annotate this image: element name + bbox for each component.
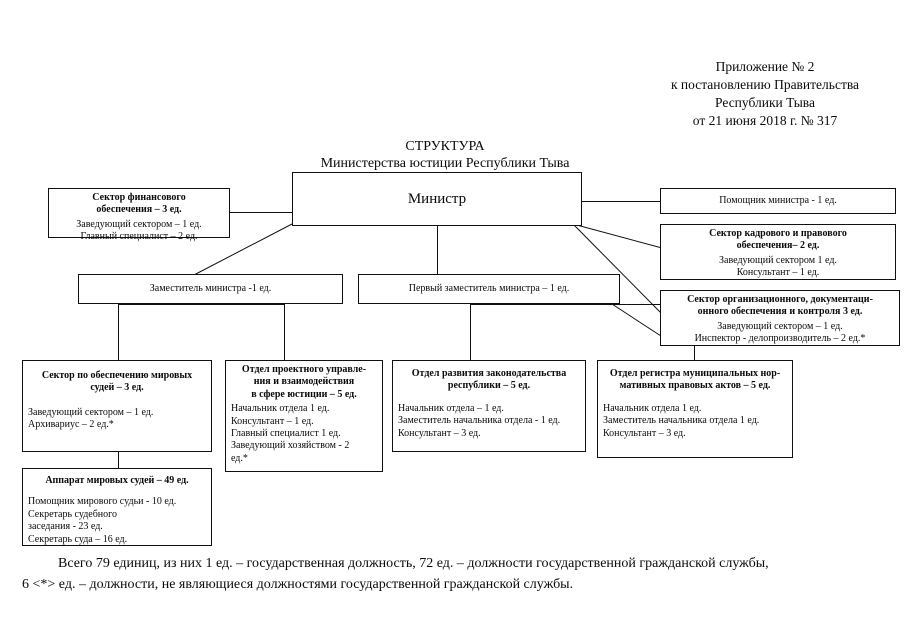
box-minister-assistant[interactable]: Помощник министра - 1 ед. [660, 188, 896, 214]
box-finance-row-2: Главный специалист – 2 ед. [80, 231, 198, 243]
summary-line-2: 6 <*> ед. – должности, не являющиеся дол… [22, 577, 574, 592]
box-hr-rows: Заведующий сектором 1 ед. Консультант – … [666, 255, 890, 280]
box-project-head-3: в сфере юстиции – 5 ед. [251, 388, 357, 400]
box-orgdoc-head-1: Сектор организационного, документаци- [687, 294, 873, 305]
box-registry-head-2: мативных правовых актов – 5 ед. [619, 380, 771, 392]
box-hr-row-1: Заведующий сектором 1 ед. [719, 254, 837, 266]
box-hr-row-2: Консультант – 1 ед. [736, 267, 820, 279]
box-municipal-acts-registry-department[interactable]: Отдел регистра муниципальных нор- мативн… [597, 360, 793, 458]
box-apparatus-row-2: Секретарь судебного [28, 508, 118, 520]
connector-first-deputy-orgdoc [611, 303, 665, 339]
box-finance-sector[interactable]: Сектор финансового обеспечения – 3 ед. З… [48, 188, 230, 242]
box-project-management-department[interactable]: Отдел проектного управле- ния и взаимоде… [225, 360, 383, 472]
header-line-3: Республики Тыва [715, 95, 815, 110]
page-title: СТРУКТУРА Министерства юстиции Республик… [185, 138, 705, 172]
box-finance-rows: Заведующий сектором – 1 ед. Главный спец… [54, 219, 224, 244]
box-registry-row-1: Начальник отдела 1 ед. [603, 402, 702, 414]
box-legislation-rows: Начальник отдела – 1 ед. Заместитель нач… [398, 403, 580, 440]
box-project-row-1: Начальник отдела 1 ед. [231, 403, 330, 415]
box-registry-rows: Начальник отдела 1 ед. Заместитель начал… [603, 403, 787, 440]
box-registry-head-1: Отдел регистра муниципальных нор- [609, 368, 781, 379]
box-magistrates-head-2: судей – 3 ед. [90, 382, 144, 394]
connector-minister-orgdoc [572, 223, 663, 315]
connector-minister-assistant [582, 201, 660, 202]
box-minister-assistant-label: Помощник министра - 1 ед. [719, 194, 837, 206]
header-line-4: от 21 июня 2018 г. № 317 [692, 113, 838, 128]
box-project-head-1: Отдел проектного управле- [241, 364, 367, 375]
box-legislation-development-department[interactable]: Отдел развития законодательства республи… [392, 360, 586, 452]
connector-finance-minister [230, 212, 292, 213]
box-orgdoc-head-2: онного обеспечения и контроля 3 ед. [697, 306, 863, 318]
summary-footer: Всего 79 единиц, из них 1 ед. – государс… [22, 553, 884, 595]
box-project-head-2: ния и взаимодействия [253, 376, 355, 388]
connector-first-deputy-to-legislation [470, 304, 471, 360]
title-line-1: СТРУКТУРА [405, 139, 485, 154]
connector-deputy-to-magistrates [118, 304, 119, 360]
box-minister-label: Министр [407, 190, 467, 207]
box-orgdoc-row-2: Инспектор - делопроизводитель – 2 ед.* [694, 333, 866, 345]
connector-minister-hr [572, 223, 663, 249]
summary-line-1: Всего 79 единиц, из них 1 ед. – государс… [58, 556, 769, 571]
box-legislation-head-1: Отдел развития законодательства [411, 368, 567, 379]
box-magistrates-head-1: Сектор по обеспечению мировых [41, 370, 193, 381]
box-apparatus-row-4: Секретарь суда – 16 ед. [28, 533, 128, 545]
box-project-row-3: Главный специалист 1 ед. [231, 428, 341, 440]
box-apparatus-row-1: Помощник мирового судьи - 10 ед. [28, 496, 177, 508]
box-hr-head-2: обеспечения– 2 ед. [736, 240, 820, 252]
box-first-deputy-minister-label: Первый заместитель министра – 1 ед. [408, 282, 570, 294]
header-line-2: к постановлению Правительства [670, 77, 860, 92]
box-legislation-row-3: Консультант – 3 ед. [398, 427, 481, 439]
box-orgdoc-row-1: Заведующий сектором – 1 ед. [717, 320, 843, 332]
connector-deputy-bus [118, 304, 284, 305]
box-hr-head-1: Сектор кадрового и правового [709, 228, 847, 239]
box-magistrates-row-1: Заведующий сектором – 1 ед. [28, 406, 154, 418]
box-project-row-4: Заведующий хозяйством - 2 [231, 440, 350, 452]
connector-minister-deputy [191, 223, 293, 277]
box-org-documentation-sector[interactable]: Сектор организационного, документаци- он… [660, 290, 900, 346]
connector-minister-first-deputy [437, 226, 438, 274]
box-apparatus-rows: Помощник мирового судьи - 10 ед. Секрета… [28, 496, 206, 546]
connector-deputy-to-project [284, 304, 285, 360]
approval-header: Приложение № 2 к постановлению Правитель… [640, 58, 890, 130]
box-hr-legal-sector[interactable]: Сектор кадрового и правового обеспечения… [660, 224, 896, 280]
box-apparatus-head-1: Аппарат мировых судей – 49 ед. [45, 475, 189, 486]
box-registry-row-2: Заместитель начальника отдела 1 ед. [603, 415, 760, 427]
box-project-row-5: ед.* [231, 452, 248, 464]
box-magistrates-rows: Заведующий сектором – 1 ед. Архивариус –… [28, 407, 206, 432]
box-minister[interactable]: Министр [292, 172, 582, 226]
box-deputy-minister[interactable]: Заместитель министра -1 ед. [78, 274, 343, 304]
box-registry-row-3: Консультант – 3 ед. [603, 427, 686, 439]
box-apparatus-row-3: заседания - 23 ед. [28, 521, 103, 533]
box-project-rows: Начальник отдела 1 ед. Консультант – 1 е… [231, 403, 377, 465]
box-orgdoc-rows: Заведующий сектором – 1 ед. Инспектор - … [666, 321, 894, 346]
box-magistrates-support-sector[interactable]: Сектор по обеспечению мировых судей – 3 … [22, 360, 212, 452]
box-deputy-minister-label: Заместитель министра -1 ед. [149, 282, 272, 294]
box-magistrates-apparatus[interactable]: Аппарат мировых судей – 49 ед. Помощник … [22, 468, 212, 546]
box-project-row-2: Консультант – 1 ед. [231, 415, 314, 427]
box-finance-head-2: обеспечения – 3 ед. [96, 204, 182, 216]
box-legislation-row-2: Заместитель начальника отдела - 1 ед. [398, 415, 561, 427]
box-magistrates-row-2: Архивариус – 2 ед.* [28, 419, 114, 431]
box-legislation-head-2: республики – 5 ед. [447, 380, 531, 392]
connector-first-deputy-bus [470, 304, 694, 305]
header-line-1: Приложение № 2 [715, 59, 815, 74]
title-line-2: Министерства юстиции Республики Тыва [320, 156, 570, 171]
box-finance-row-1: Заведующий сектором – 1 ед. [76, 218, 202, 230]
connector-magistrates-apparatus [118, 452, 119, 468]
box-finance-head-1: Сектор финансового [92, 192, 186, 203]
box-first-deputy-minister[interactable]: Первый заместитель министра – 1 ед. [358, 274, 620, 304]
box-legislation-row-1: Начальник отдела – 1 ед. [398, 402, 504, 414]
